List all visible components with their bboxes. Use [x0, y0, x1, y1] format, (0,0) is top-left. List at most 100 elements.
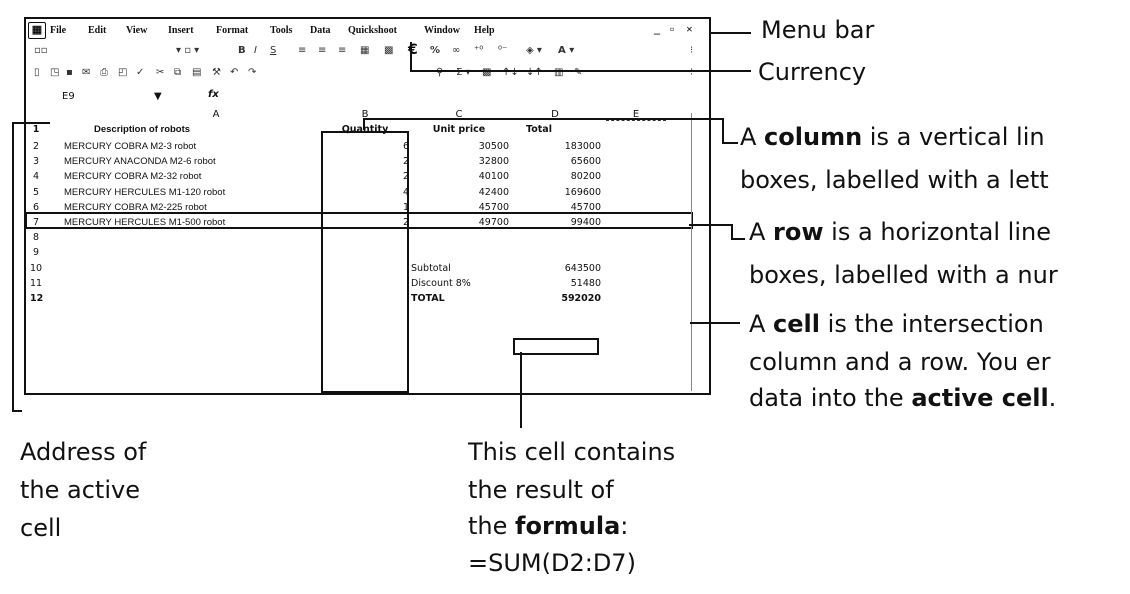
- cut-icon[interactable]: ✂: [156, 67, 165, 78]
- cell-d[interactable]: 80200: [570, 171, 601, 182]
- cell-c[interactable]: 45700: [478, 202, 509, 213]
- autosum-icon[interactable]: Σ ▾: [456, 67, 471, 78]
- open-icon[interactable]: ◳: [50, 67, 60, 78]
- cell-a[interactable]: MERCURY ANACONDA M2-6 robot: [64, 156, 216, 167]
- row-number[interactable]: 7: [32, 217, 40, 228]
- column-header-e[interactable]: E: [606, 109, 666, 121]
- currency-icon[interactable]: €: [408, 42, 418, 58]
- vertical-scrollbar[interactable]: [691, 113, 706, 391]
- column-header-c[interactable]: C: [455, 109, 463, 120]
- cell-b[interactable]: 1: [402, 202, 409, 213]
- cell-d[interactable]: 45700: [570, 202, 601, 213]
- cell-c-label[interactable]: Subtotal: [411, 263, 451, 274]
- format-painter-icon[interactable]: ⚒: [212, 67, 221, 78]
- cell-a[interactable]: MERCURY HERCULES M1-500 robot: [64, 217, 226, 228]
- cell-c-label[interactable]: Discount 8%: [411, 278, 471, 289]
- toolbar-options-icon[interactable]: ⁝: [690, 67, 694, 78]
- print-icon[interactable]: ⎙: [100, 67, 108, 78]
- cell-c-label[interactable]: TOTAL: [411, 293, 445, 304]
- spelling-icon[interactable]: ✓: [136, 67, 145, 78]
- print-preview-icon[interactable]: ◰: [118, 67, 128, 78]
- cell-c[interactable]: 40100: [478, 171, 509, 182]
- merge-center-icon[interactable]: ▦: [360, 45, 370, 56]
- undo-icon[interactable]: ↶: [230, 67, 239, 78]
- italic-icon[interactable]: I: [254, 45, 257, 56]
- thousands-icon[interactable]: ∞: [452, 45, 461, 56]
- menu-edit[interactable]: Edit: [88, 25, 107, 36]
- row-number[interactable]: 11: [30, 278, 43, 289]
- cell-d[interactable]: 65600: [570, 156, 601, 167]
- align-center-icon[interactable]: ≡: [318, 45, 327, 56]
- cell-b[interactable]: 2: [402, 156, 409, 167]
- save-icon[interactable]: ▪: [66, 67, 73, 78]
- cell-c[interactable]: 42400: [478, 187, 509, 198]
- row-number[interactable]: 4: [32, 171, 40, 182]
- row-number[interactable]: 8: [32, 232, 40, 243]
- column-header-b[interactable]: B: [361, 109, 369, 120]
- cell-d[interactable]: 592020: [561, 293, 601, 304]
- cell-b[interactable]: 4: [402, 187, 409, 198]
- paste-icon[interactable]: ▤: [192, 67, 202, 78]
- hyperlink-icon[interactable]: ⚲: [436, 67, 444, 78]
- spreadsheet-app-icon[interactable]: ▦: [28, 22, 46, 39]
- menu-view[interactable]: View: [126, 25, 148, 36]
- row-number[interactable]: 5: [32, 187, 40, 198]
- function-icon[interactable]: ▩: [482, 67, 492, 78]
- cell-d[interactable]: 183000: [564, 141, 601, 152]
- minimize-button[interactable]: _: [654, 22, 660, 36]
- menu-format[interactable]: Format: [216, 25, 249, 36]
- sort-ascending-icon[interactable]: ↑↓: [502, 67, 519, 78]
- email-icon[interactable]: ✉: [82, 67, 91, 78]
- align-right-icon[interactable]: ≡: [338, 45, 347, 56]
- menu-insert[interactable]: Insert: [168, 25, 194, 36]
- font-name-box[interactable]: ▫▫: [34, 45, 48, 56]
- cell-d[interactable]: 169600: [564, 187, 601, 198]
- name-box-dropdown-icon[interactable]: ▼: [154, 91, 162, 102]
- restore-button[interactable]: ▫: [670, 22, 675, 36]
- cell-a[interactable]: MERCURY COBRA M2-225 robot: [64, 202, 207, 213]
- cell-c[interactable]: 32800: [478, 156, 509, 167]
- row-number[interactable]: 9: [32, 247, 40, 258]
- cell-d[interactable]: Total: [526, 124, 552, 135]
- underline-icon[interactable]: S: [270, 45, 277, 56]
- format-icon[interactable]: ▩: [384, 45, 394, 56]
- row-number[interactable]: 6: [32, 202, 40, 213]
- menu-data[interactable]: Data: [310, 25, 331, 36]
- cell-d[interactable]: 643500: [564, 263, 601, 274]
- cell-c[interactable]: 49700: [478, 217, 509, 228]
- cell-b[interactable]: 2: [402, 171, 409, 182]
- align-left-icon[interactable]: ≡: [298, 45, 307, 56]
- row-number[interactable]: 10: [30, 263, 43, 274]
- cell-a[interactable]: MERCURY COBRA M2-3 robot: [64, 141, 197, 152]
- cell-a[interactable]: MERCURY HERCULES M1-120 robot: [64, 187, 226, 198]
- cell-d[interactable]: 99400: [570, 217, 601, 228]
- close-button[interactable]: ×: [686, 22, 693, 36]
- font-size-box[interactable]: ▾ ▫ ▾: [176, 45, 200, 56]
- row-number[interactable]: 12: [30, 293, 44, 304]
- percent-icon[interactable]: %: [430, 45, 441, 56]
- increase-decimal-icon[interactable]: ⁺⁰: [474, 45, 484, 56]
- column-header-a[interactable]: A: [212, 109, 220, 120]
- cell-c[interactable]: 30500: [478, 141, 509, 152]
- sort-descending-icon[interactable]: ↓↑: [526, 67, 543, 78]
- chart-wizard-icon[interactable]: ▥: [554, 67, 564, 78]
- cell-b[interactable]: 6: [402, 141, 409, 152]
- decrease-decimal-icon[interactable]: ⁰⁻: [498, 45, 508, 56]
- menu-window[interactable]: Window: [424, 25, 460, 36]
- redo-icon[interactable]: ↷: [248, 67, 257, 78]
- cell-d[interactable]: 51480: [570, 278, 601, 289]
- bold-icon[interactable]: B: [238, 45, 246, 56]
- cell-b[interactable]: 2: [402, 217, 409, 228]
- fill-color-icon[interactable]: ◈ ▾: [526, 45, 542, 56]
- column-header-d[interactable]: D: [551, 109, 559, 120]
- font-color-icon[interactable]: A ▾: [558, 45, 575, 56]
- fx-icon[interactable]: fx: [208, 89, 219, 100]
- menu-tools[interactable]: Tools: [270, 25, 293, 36]
- new-icon[interactable]: ▯: [34, 67, 40, 78]
- row-number[interactable]: 2: [32, 141, 40, 152]
- menu-help[interactable]: Help: [474, 25, 495, 36]
- toolbar-options-icon[interactable]: ⁝: [690, 45, 694, 56]
- cell-a[interactable]: Description of robots: [94, 124, 191, 135]
- row-number[interactable]: 1: [32, 124, 40, 135]
- menu-quickshoot[interactable]: Quickshoot: [348, 25, 397, 36]
